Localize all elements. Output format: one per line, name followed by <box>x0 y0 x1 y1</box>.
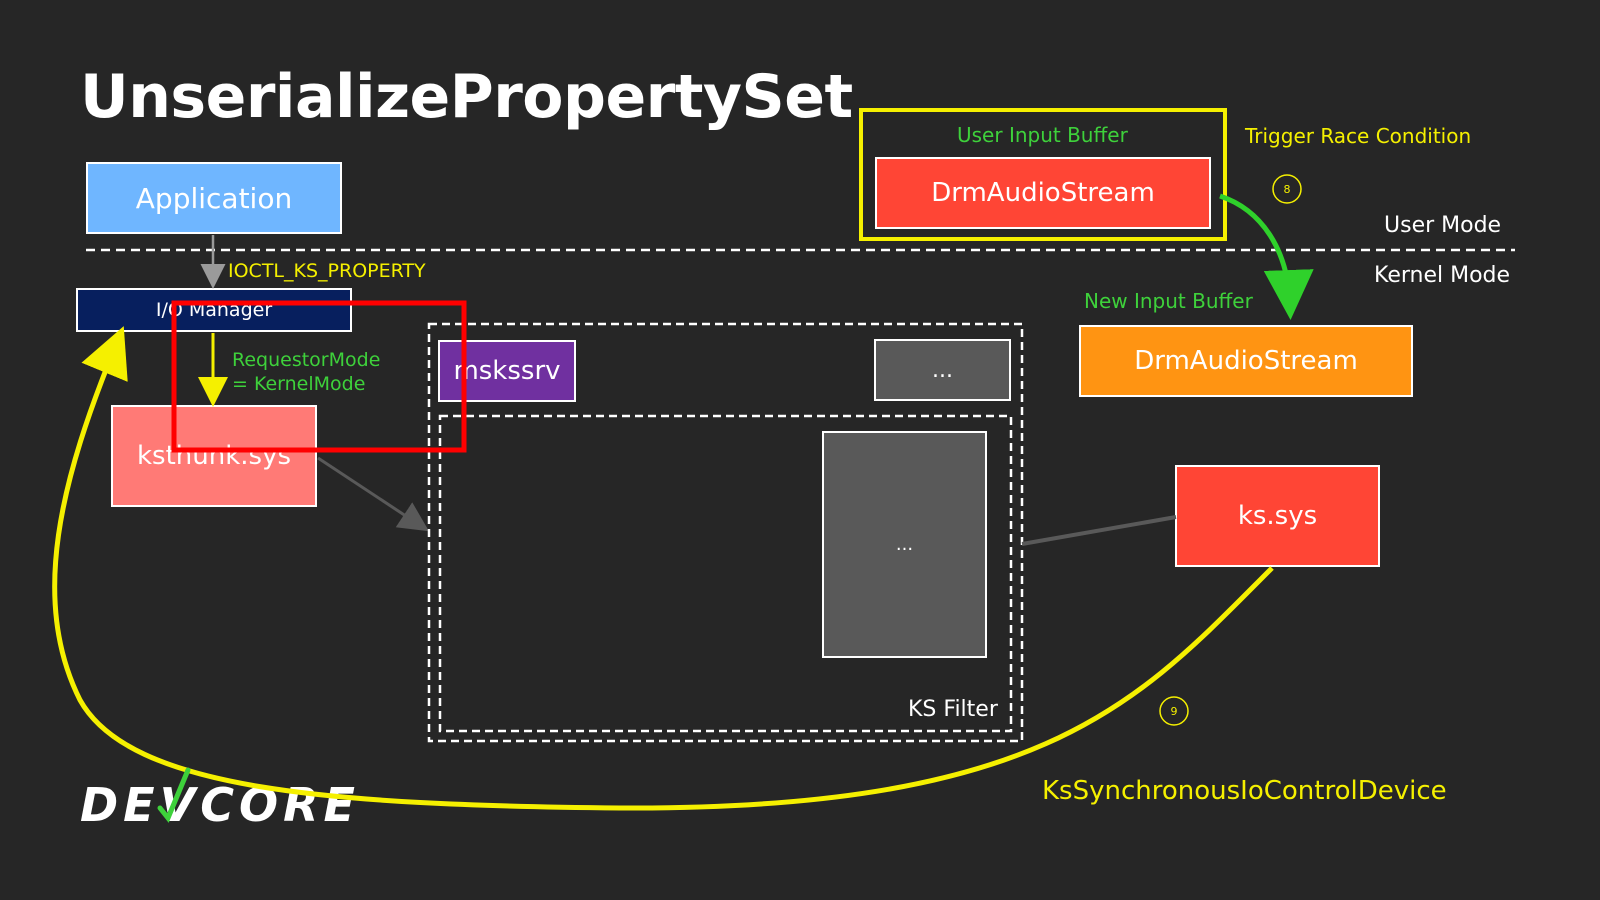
drm-audio-stream-new-box: DrmAudioStream <box>1079 325 1413 397</box>
application-label: Application <box>135 181 293 215</box>
ks-filter-label: KS Filter <box>908 697 998 722</box>
slide-title: UnserializePropertySet <box>80 62 853 132</box>
ellipsis-inner-label: ... <box>895 534 914 555</box>
ksthunk-to-filter-arrow <box>317 456 430 532</box>
ellipsis-inner-box: ... <box>822 431 987 658</box>
ks-sync-label: KsSynchronousIoControlDevice <box>1042 776 1447 806</box>
new-input-buffer-label: New Input Buffer <box>1084 289 1253 313</box>
kernel-mode-label: Kernel Mode <box>1374 263 1511 288</box>
ks-sys-box: ks.sys <box>1175 465 1380 567</box>
user-input-buffer-label: User Input Buffer <box>957 123 1128 147</box>
trigger-race-label: Trigger Race Condition <box>1245 124 1472 148</box>
step-9-label: 9 <box>1171 705 1178 718</box>
io-manager-label: I/O Manager <box>155 299 273 321</box>
requestor-mode-label: RequestorMode = KernelMode <box>232 348 380 396</box>
ioctl-label: IOCTL_KS_PROPERTY <box>228 260 426 282</box>
devcore-logo: DEVCORE <box>80 778 360 832</box>
drm-audio-stream-new-label: DrmAudioStream <box>1134 346 1358 376</box>
devcore-logo-text: DEVCORE <box>80 778 360 832</box>
application-box: Application <box>86 162 342 234</box>
drm-audio-stream-user-label: DrmAudioStream <box>931 178 1155 208</box>
requestor-mode-line2: = KernelMode <box>232 373 366 395</box>
mskssrv-box: mskssrv <box>438 340 576 402</box>
drm-audio-stream-user-box: DrmAudioStream <box>875 157 1211 229</box>
ellipsis-top-box: ... <box>874 339 1011 401</box>
mskssrv-label: mskssrv <box>453 356 561 386</box>
step-8-label: 8 <box>1284 183 1291 196</box>
step-8-circle <box>1272 174 1302 204</box>
ellipsis-top-label: ... <box>932 357 953 383</box>
requestor-mode-line1: RequestorMode <box>232 349 381 371</box>
ks-sys-label: ks.sys <box>1237 501 1318 531</box>
step-9-circle <box>1159 696 1189 726</box>
io-manager-box: I/O Manager <box>76 288 352 332</box>
ksthunk-label: ksthunk.sys <box>136 441 292 471</box>
filter-to-kssys-line <box>1021 515 1177 546</box>
ksthunk-box: ksthunk.sys <box>111 405 317 507</box>
user-mode-label: User Mode <box>1384 213 1502 238</box>
